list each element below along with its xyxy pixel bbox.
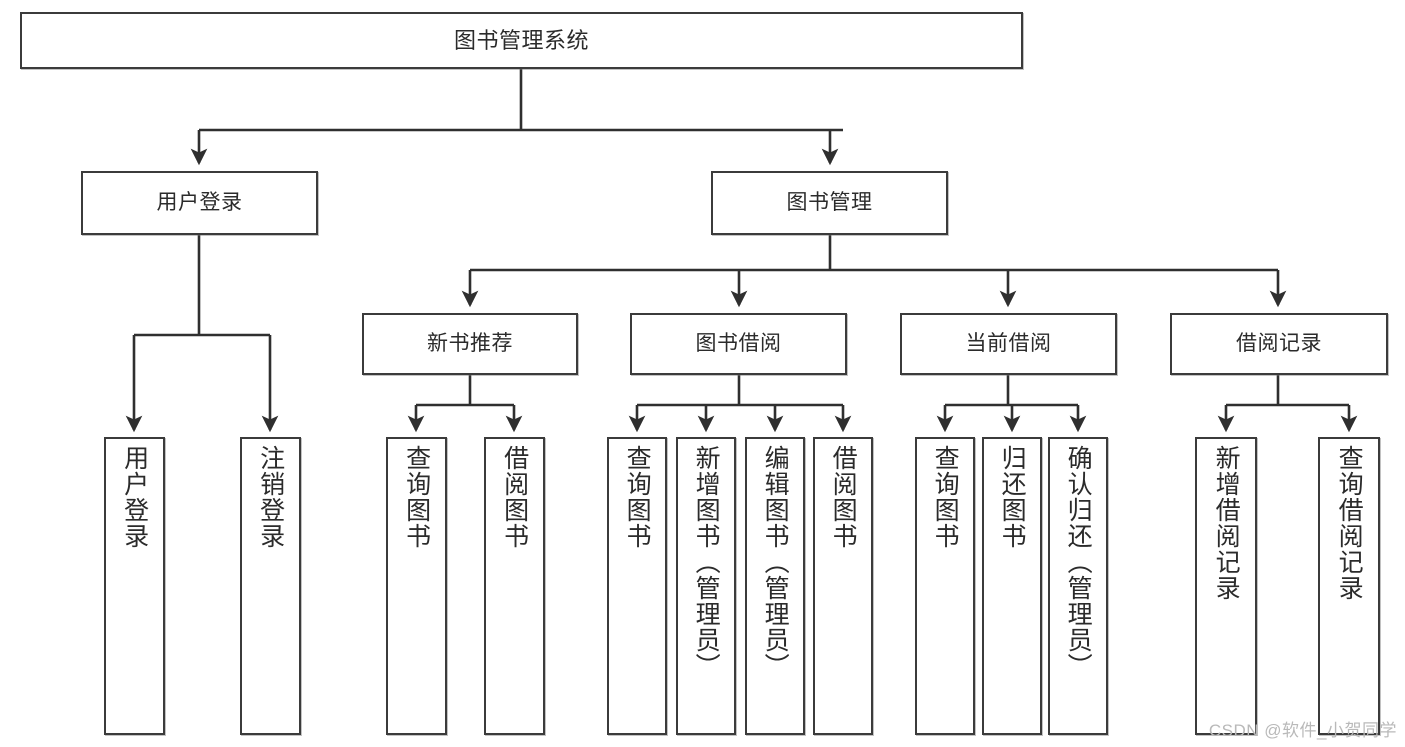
node-label: 查询图书 — [931, 445, 960, 549]
leaf-edit-book-admin[interactable]: 编辑图书（管理员） — [745, 437, 805, 735]
node-borrow-record[interactable]: 借阅记录 — [1170, 313, 1388, 375]
leaf-add-borrow-record[interactable]: 新增借阅记录 — [1195, 437, 1257, 735]
node-new-book-recommend[interactable]: 新书推荐 — [362, 313, 578, 375]
leaf-logout-login[interactable]: 注销登录 — [240, 437, 301, 735]
node-label: 图书借阅 — [695, 331, 782, 355]
leaf-borrow-book[interactable]: 借阅图书 — [813, 437, 873, 735]
node-label: 归还图书 — [998, 445, 1027, 549]
leaf-query-book-borrow[interactable]: 查询图书 — [607, 437, 667, 735]
node-label: 图书管理系统 — [453, 27, 589, 53]
node-label: 查询图书 — [402, 445, 431, 549]
node-label: 新增借阅记录 — [1212, 445, 1241, 601]
node-label: 图书管理 — [786, 190, 873, 214]
node-label: 查询图书 — [623, 445, 652, 549]
leaf-query-borrow-record[interactable]: 查询借阅记录 — [1318, 437, 1380, 735]
node-label: 借阅图书 — [500, 445, 529, 549]
node-label: 当前借阅 — [965, 331, 1052, 355]
node-user-login[interactable]: 用户登录 — [81, 171, 318, 235]
leaf-confirm-return-admin[interactable]: 确认归还（管理员） — [1048, 437, 1108, 735]
node-label: 用户登录 — [120, 445, 149, 549]
watermark-text: CSDN @软件_小贺同学 — [1208, 721, 1397, 740]
node-label: 编辑图书（管理员） — [761, 445, 790, 679]
leaf-add-book-admin[interactable]: 新增图书（管理员） — [676, 437, 736, 735]
node-root-system[interactable]: 图书管理系统 — [20, 12, 1023, 69]
leaf-user-login[interactable]: 用户登录 — [104, 437, 165, 735]
node-label: 用户登录 — [156, 190, 243, 214]
node-label: 新书推荐 — [427, 331, 513, 355]
node-label: 确认归还（管理员） — [1064, 445, 1093, 679]
node-current-borrow[interactable]: 当前借阅 — [900, 313, 1117, 375]
leaf-query-book-recommend[interactable]: 查询图书 — [386, 437, 447, 735]
node-label: 新增图书（管理员） — [692, 445, 721, 679]
leaf-borrow-book-recommend[interactable]: 借阅图书 — [484, 437, 545, 735]
node-label: 查询借阅记录 — [1335, 445, 1364, 601]
node-book-borrow[interactable]: 图书借阅 — [630, 313, 847, 375]
node-book-manage[interactable]: 图书管理 — [711, 171, 948, 235]
leaf-return-book[interactable]: 归还图书 — [982, 437, 1042, 735]
node-label: 借阅记录 — [1236, 331, 1322, 355]
node-label: 借阅图书 — [829, 445, 858, 549]
leaf-query-book-current[interactable]: 查询图书 — [915, 437, 975, 735]
node-label: 注销登录 — [256, 445, 285, 549]
